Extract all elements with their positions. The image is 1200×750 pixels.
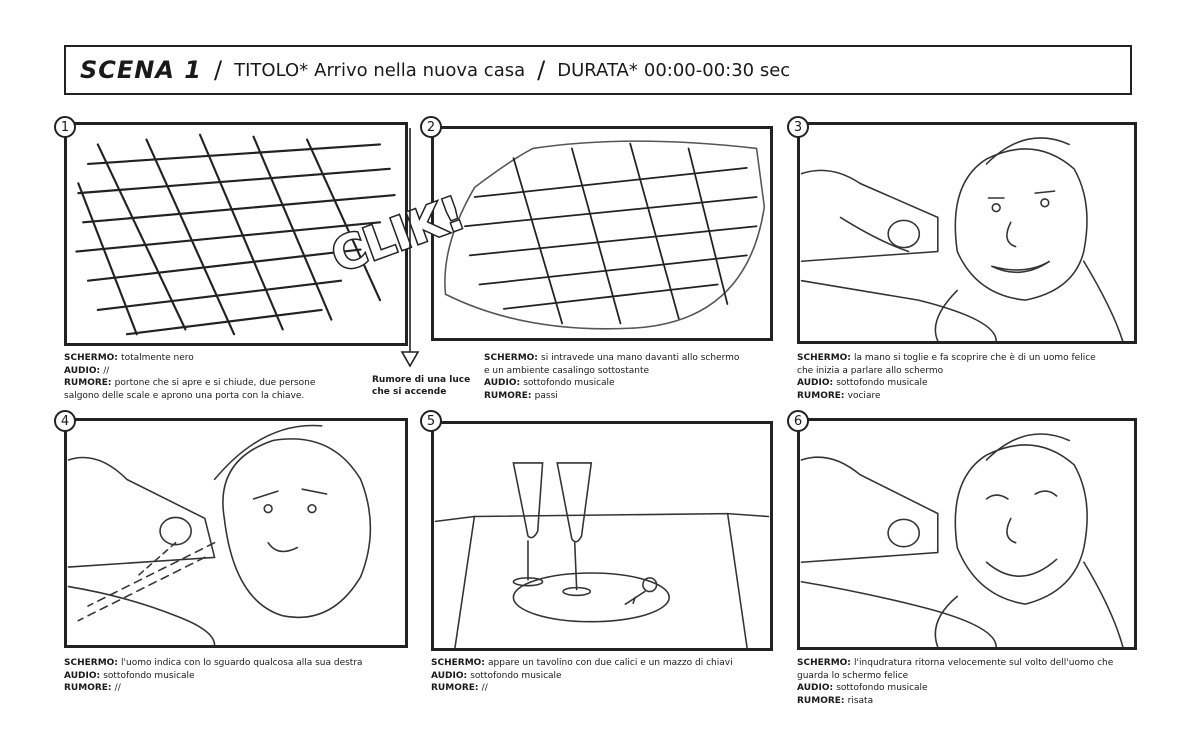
caption-value: guarda lo schermo felice <box>797 670 909 681</box>
caption-key: AUDIO: <box>431 670 471 681</box>
caption-value: l'uomo indica con lo sguardo qualcosa al… <box>121 658 363 668</box>
panel-3-caption: SCHERMO: la mano si toglie e fa scoprire… <box>797 352 1096 402</box>
scene-header: SCENA 1 / TITOLO* Arrivo nella nuova cas… <box>64 45 1132 95</box>
caption-value: sottofondo musicale <box>103 670 195 681</box>
panel-number-5: 5 <box>420 410 442 432</box>
sound-note-line: che si accende <box>372 387 447 397</box>
panel-4-caption: SCHERMO: l'uomo indica con lo sguardo qu… <box>64 657 363 695</box>
caption-value: totalmente nero <box>121 353 194 363</box>
panel-5-drawing <box>434 462 770 648</box>
panel-number-6: 6 <box>787 410 809 432</box>
panel-number-2: 2 <box>420 116 442 138</box>
caption-value: che inizia a parlare allo schermo <box>797 365 944 376</box>
scene-label: SCENA 1 <box>80 56 203 84</box>
sound-note-line: Rumore di una luce <box>372 375 471 385</box>
caption-key: RUMORE: <box>484 390 535 401</box>
caption-value: passi <box>534 390 558 401</box>
panel-number-4: 4 <box>54 410 76 432</box>
caption-key: SCHERMO: <box>64 353 122 363</box>
caption-value: // <box>481 683 488 693</box>
sound-note: Rumore di una luce che si accende <box>372 374 470 398</box>
panel-1-drawing <box>75 133 396 336</box>
caption-value: e un ambiente casalingo sottostante <box>484 365 650 376</box>
panel-5-caption: SCHERMO: appare un tavolino con due cali… <box>431 657 733 695</box>
panel-4-drawing <box>67 424 372 645</box>
caption-key: SCHERMO: <box>797 353 855 363</box>
caption-key: AUDIO: <box>797 683 837 693</box>
caption-key: RUMORE: <box>797 695 848 706</box>
panel-number-3: 3 <box>787 116 809 138</box>
caption-key: AUDIO: <box>797 378 837 388</box>
caption-value: risata <box>847 695 874 706</box>
caption-value: sottofondo musicale <box>523 378 615 388</box>
caption-value: // <box>103 365 110 376</box>
storyboard-panel-6 <box>797 418 1137 650</box>
caption-value: portone che si apre e si chiude, due per… <box>114 378 316 388</box>
caption-key: SCHERMO: <box>64 658 122 668</box>
panel-6-caption: SCHERMO: l'inqudratura ritorna velocemen… <box>797 657 1113 707</box>
caption-value: sottofondo musicale <box>470 670 562 681</box>
sound-arrow <box>400 128 420 368</box>
caption-key: SCHERMO: <box>797 658 855 668</box>
title-label: TITOLO* <box>234 59 309 81</box>
caption-key: AUDIO: <box>64 365 104 376</box>
caption-value: si intravede una mano davanti allo scher… <box>541 353 740 363</box>
caption-key: RUMORE: <box>431 683 482 693</box>
caption-value: appare un tavolino con due calici e un m… <box>488 658 733 668</box>
panel-2-caption: SCHERMO: si intravede una mano davanti a… <box>484 352 739 402</box>
panel-1-caption: SCHERMO: totalmente nero AUDIO: // RUMOR… <box>64 352 315 402</box>
caption-key: RUMORE: <box>797 390 848 401</box>
caption-value: sottofondo musicale <box>836 378 928 388</box>
caption-value: sottofondo musicale <box>836 683 928 693</box>
title-value: Arrivo nella nuova casa <box>314 59 526 81</box>
caption-value: l'inqudratura ritorna velocemente sul vo… <box>854 658 1114 668</box>
panel-6-drawing <box>800 433 1124 647</box>
storyboard-panel-2 <box>431 126 773 341</box>
caption-key: SCHERMO: <box>484 353 542 363</box>
header-separator: / <box>214 56 223 84</box>
storyboard-panel-4 <box>64 418 408 648</box>
caption-key: AUDIO: <box>484 378 524 388</box>
duration-value: 00:00-00:30 sec <box>643 59 791 81</box>
panel-3-drawing <box>800 137 1124 341</box>
duration-label: DURATA* <box>557 59 638 81</box>
panel-2-drawing <box>444 140 766 330</box>
caption-value: vociare <box>847 390 881 401</box>
storyboard-panel-1 <box>64 122 408 346</box>
caption-key: AUDIO: <box>64 670 104 681</box>
caption-value: salgono delle scale e aprono una porta c… <box>64 390 305 401</box>
caption-key: SCHERMO: <box>431 658 489 668</box>
storyboard-panel-5 <box>431 421 773 651</box>
clik-sound-effect: CLIK! <box>323 184 473 285</box>
caption-value: la mano si toglie e fa scoprire che è di… <box>854 353 1096 363</box>
caption-value: // <box>114 683 121 693</box>
storyboard-panel-3 <box>797 122 1137 344</box>
caption-key: RUMORE: <box>64 683 115 693</box>
panel-number-1: 1 <box>54 116 76 138</box>
header-separator: / <box>537 56 546 84</box>
caption-key: RUMORE: <box>64 378 115 388</box>
